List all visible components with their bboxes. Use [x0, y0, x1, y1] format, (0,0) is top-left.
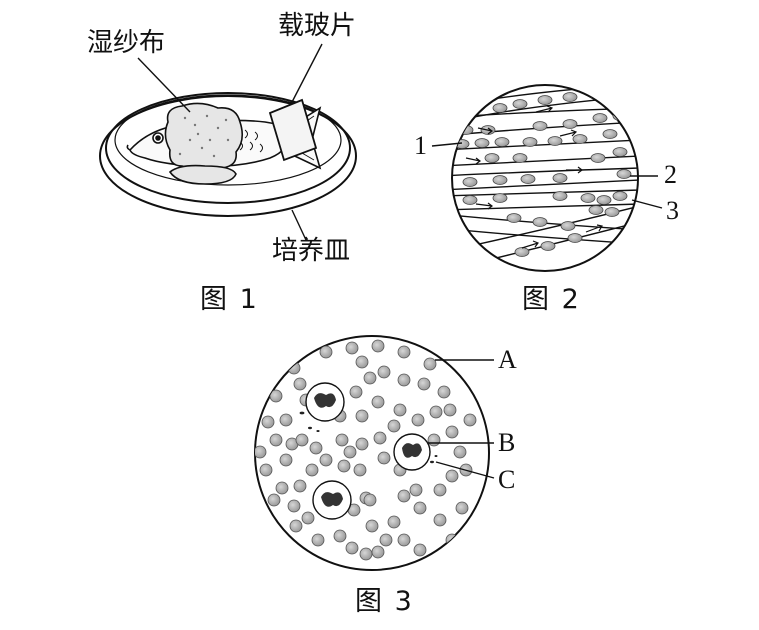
red-blood-cell — [454, 446, 466, 458]
marker-2: 2 — [664, 162, 677, 188]
red-blood-cell — [394, 404, 406, 416]
red-blood-cell — [398, 490, 410, 502]
red-blood-cell — [338, 460, 350, 472]
red-blood-cell — [434, 484, 446, 496]
red-blood-cell — [276, 482, 288, 494]
red-blood-cell — [364, 494, 376, 506]
red-blood-cell — [414, 544, 426, 556]
red-blood-cell — [388, 516, 400, 528]
red-blood-cell — [446, 426, 458, 438]
red-blood-cell — [302, 512, 314, 524]
red-blood-cell — [366, 520, 378, 532]
red-blood-cell — [346, 542, 358, 554]
caption-figure-3: 图 3 — [355, 588, 414, 615]
red-blood-cell — [354, 464, 366, 476]
red-blood-cell — [356, 438, 368, 450]
red-blood-cell — [412, 414, 424, 426]
marker-C: C — [498, 467, 515, 493]
red-blood-cell — [290, 520, 302, 532]
red-blood-cell — [294, 378, 306, 390]
red-blood-cell — [280, 454, 292, 466]
red-blood-cell — [254, 446, 266, 458]
red-blood-cell — [296, 434, 308, 446]
red-blood-cell — [270, 434, 282, 446]
red-blood-cell — [372, 396, 384, 408]
red-blood-cell — [456, 502, 468, 514]
red-blood-cell — [360, 548, 372, 560]
red-blood-cell — [374, 432, 386, 444]
red-blood-cell — [372, 546, 384, 558]
red-blood-cell — [380, 534, 392, 546]
red-blood-cell — [438, 386, 450, 398]
red-blood-cell — [268, 494, 280, 506]
label-petri-dish: 培养皿 — [272, 238, 350, 264]
red-blood-cell — [418, 378, 430, 390]
red-blood-cell — [424, 358, 436, 370]
red-blood-cell — [428, 434, 440, 446]
red-blood-cell — [430, 406, 442, 418]
red-blood-cell — [378, 452, 390, 464]
red-blood-cell — [288, 362, 300, 374]
red-blood-cell — [414, 502, 426, 514]
red-blood-cell — [320, 454, 332, 466]
red-blood-cell — [306, 464, 318, 476]
red-blood-cell — [398, 374, 410, 386]
red-blood-cell — [344, 446, 356, 458]
red-blood-cell — [280, 414, 292, 426]
red-blood-cell — [288, 500, 300, 512]
red-blood-cell — [346, 342, 358, 354]
red-blood-cell — [320, 346, 332, 358]
red-blood-cell — [446, 534, 458, 546]
red-blood-cell — [388, 420, 400, 432]
caption-figure-2: 图 2 — [522, 286, 581, 313]
red-blood-cell — [312, 534, 324, 546]
wet-gauze — [165, 103, 242, 184]
marker-A: A — [498, 347, 517, 373]
marker-B: B — [498, 430, 515, 456]
red-blood-cell — [434, 514, 446, 526]
red-blood-cell — [262, 416, 274, 428]
red-blood-cell — [464, 414, 476, 426]
red-blood-cell — [310, 442, 322, 454]
red-blood-cell — [336, 434, 348, 446]
red-blood-cell — [334, 530, 346, 542]
marker-3: 3 — [666, 198, 679, 224]
red-blood-cell — [260, 464, 272, 476]
red-blood-cell — [378, 366, 390, 378]
red-blood-cell — [356, 356, 368, 368]
red-blood-cell — [446, 470, 458, 482]
caption-figure-1: 图 1 — [200, 286, 259, 313]
red-blood-cell — [444, 404, 456, 416]
red-blood-cell — [364, 372, 376, 384]
red-blood-cell — [356, 410, 368, 422]
label-glass-slide: 载玻片 — [278, 13, 356, 39]
label-wet-gauze: 湿纱布 — [87, 30, 165, 56]
red-blood-cell — [398, 346, 410, 358]
red-blood-cell — [294, 480, 306, 492]
marker-1: 1 — [414, 133, 427, 159]
red-blood-cell — [398, 534, 410, 546]
red-blood-cell — [372, 340, 384, 352]
red-blood-cell — [350, 386, 362, 398]
red-blood-cell — [410, 484, 422, 496]
